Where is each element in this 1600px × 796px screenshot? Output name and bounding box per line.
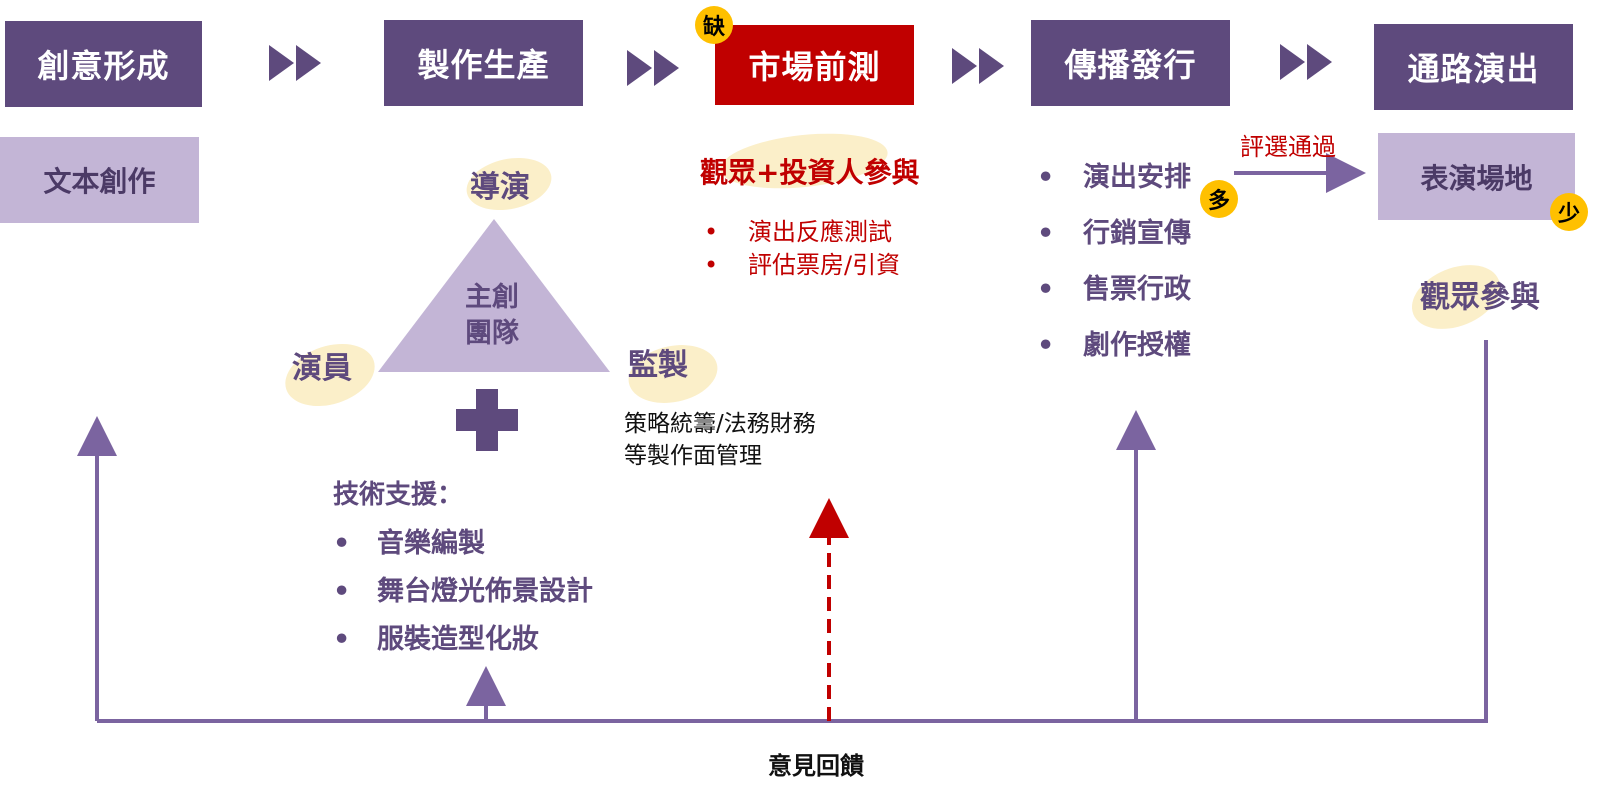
bullet-icon: • <box>333 528 351 559</box>
bullet-icon: • <box>1037 274 1055 305</box>
list-item: • 服裝造型化妝 <box>333 616 593 664</box>
distribution-item: 行銷宣傳 <box>1083 218 1191 249</box>
sub-text-venue: 表演場地 <box>1378 133 1575 220</box>
feedback-loop <box>77 340 1488 723</box>
feedback-label: 意見回饋 <box>768 752 864 780</box>
bullet-icon: • <box>704 218 719 246</box>
list-item: • 行銷宣傳 <box>1037 206 1191 262</box>
actor-label: 演員 <box>292 351 352 386</box>
bullet-icon: • <box>1037 162 1055 193</box>
stage-label: 通路演出 <box>1407 50 1540 88</box>
pretest-item: 評估票房/引資 <box>748 251 901 279</box>
list-item: • 舞台燈光佈景設計 <box>333 568 593 616</box>
many-badge: 多 <box>1200 180 1238 218</box>
list-item: • 劇作授權 <box>1037 318 1191 374</box>
distribution-item: 演出安排 <box>1083 162 1191 193</box>
stage-label: 製作生產 <box>417 46 550 84</box>
list-item: • 音樂編製 <box>333 520 593 568</box>
distribution-item: 售票行政 <box>1083 274 1191 305</box>
tech-item: 音樂編製 <box>377 528 485 559</box>
producer-note-line: 等製作面管理 <box>624 443 762 469</box>
chevron-icon <box>627 50 679 86</box>
stage-label: 市場前測 <box>748 48 881 86</box>
stage-production: 製作生產 <box>384 20 583 106</box>
list-item: • 評估票房/引資 <box>704 249 900 282</box>
pretest-item: 演出反應測試 <box>748 218 892 246</box>
few-badge: 少 <box>1550 193 1588 231</box>
sub-text-creation: 文本創作 <box>0 137 199 223</box>
team-triangle <box>378 219 610 372</box>
missing-badge: 缺 <box>695 6 733 44</box>
chevron-icon <box>269 45 321 81</box>
triangle-label: 主創 團隊 <box>465 282 519 349</box>
stage-label: 傳播發行 <box>1064 46 1197 84</box>
director-label: 導演 <box>470 170 530 205</box>
tech-list: • 音樂編製 • 舞台燈光佈景設計 • 服裝造型化妝 <box>333 520 593 664</box>
bullet-icon: • <box>333 576 351 607</box>
tech-item: 服裝造型化妝 <box>377 624 539 655</box>
pretest-list: • 演出反應測試 • 評估票房/引資 <box>704 216 900 282</box>
stage-pretest: 市場前測 <box>715 25 914 105</box>
list-item: • 售票行政 <box>1037 262 1191 318</box>
plus-icon <box>456 389 518 451</box>
stage-label: 創意形成 <box>37 47 170 85</box>
tech-item: 舞台燈光佈景設計 <box>377 576 593 607</box>
stage-creation: 創意形成 <box>5 21 202 107</box>
selection-label: 評選通過 <box>1240 133 1336 161</box>
producer-label: 監製 <box>628 348 688 383</box>
stage-distribution: 傳播發行 <box>1031 20 1230 106</box>
audience-label: 觀眾參與 <box>1420 280 1540 315</box>
producer-note: 策略統籌/法務財務 等製作面管理 <box>624 408 816 472</box>
pretest-title: 觀眾+投資人參與 <box>700 156 920 189</box>
list-item: • 演出安排 <box>1037 150 1191 206</box>
list-item: • 演出反應測試 <box>704 216 900 249</box>
bullet-icon: • <box>333 624 351 655</box>
bullet-icon: • <box>704 251 719 279</box>
distribution-list: • 演出安排 • 行銷宣傳 • 售票行政 • 劇作授權 <box>1037 150 1191 374</box>
stage-venue: 通路演出 <box>1374 24 1573 110</box>
tech-title: 技術支援： <box>333 480 464 510</box>
chevron-icon <box>1280 44 1332 80</box>
distribution-item: 劇作授權 <box>1083 330 1191 361</box>
bullet-icon: • <box>1037 330 1055 361</box>
bullet-icon: • <box>1037 218 1055 249</box>
chevron-icon <box>952 48 1004 84</box>
producer-note-line: 策略統籌/法務財務 <box>624 411 816 437</box>
